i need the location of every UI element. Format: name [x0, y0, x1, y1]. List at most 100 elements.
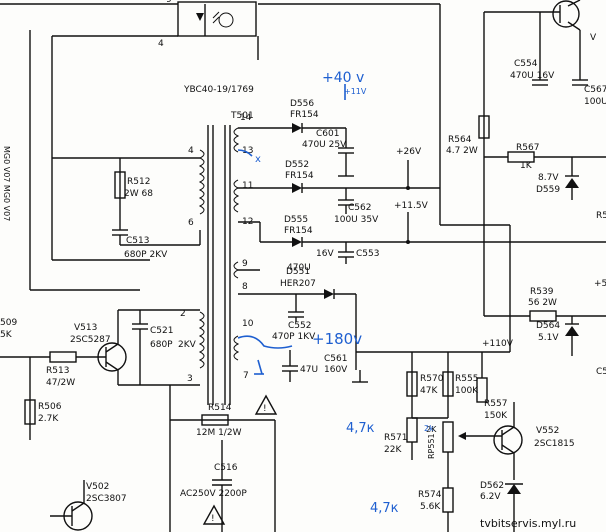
c553-vlabel: 16V: [316, 249, 334, 259]
c521-value1: 680P: [150, 340, 173, 350]
hand-plus11: +11V: [344, 87, 367, 96]
d556-name: D556: [290, 99, 314, 109]
hand-r47-a: 4,7к: [346, 421, 375, 436]
pin-13: 13: [242, 146, 253, 156]
transformer-part: YBC40-19/1769: [183, 85, 254, 95]
c562-value: 100U 35V: [334, 215, 379, 225]
r506-value: 2.7K: [38, 414, 59, 424]
transistor-v552: [466, 402, 523, 480]
r513-value: 47/2W: [46, 378, 75, 388]
c553-cap: 470U: [287, 263, 311, 273]
opto-pin-4: 4: [158, 39, 164, 49]
r512-name: R512: [127, 177, 150, 187]
r555-value: 100K: [455, 386, 479, 396]
rp551-name: RP551: [427, 433, 436, 459]
c567-value: 100U: [584, 97, 606, 107]
c516-value: AC250V 2200P: [180, 489, 247, 499]
c513-value: 680P 2KV: [124, 250, 168, 260]
d556-value: FR154: [290, 110, 319, 120]
c516-name: C516: [214, 463, 238, 473]
v552-name: V552: [536, 426, 559, 436]
r564-value: 4.7 2W: [446, 146, 478, 156]
transformer-name: T501: [230, 111, 254, 121]
d562-name: D562: [480, 481, 504, 491]
r557-value: 150K: [484, 411, 508, 421]
r514-value: 12M 1/2W: [196, 428, 242, 438]
c562-name: C562: [348, 203, 371, 213]
rail-5v: +5: [594, 279, 606, 289]
pin-4: 4: [188, 146, 194, 156]
hand-plus180: +180v: [312, 330, 362, 348]
pin-10: 10: [242, 319, 254, 329]
r574-name: R574: [418, 490, 442, 500]
v502-name: V502: [86, 482, 109, 492]
pin-3: 3: [187, 374, 193, 384]
d552-name: D552: [285, 160, 309, 170]
pin-8: 8: [242, 282, 248, 292]
r513-name: R513: [46, 366, 69, 376]
pin-9: 9: [242, 259, 248, 269]
v552-value: 2SC1815: [534, 439, 575, 449]
rp551-value: 2K: [426, 425, 437, 434]
watermark: tvbitservis.myl.ru: [480, 517, 576, 530]
c561-cap: 47U: [300, 365, 318, 375]
r514-name: R514: [208, 403, 232, 413]
c561-name: C561: [324, 354, 347, 364]
r564-name: R564: [448, 135, 472, 145]
r557-name: R557: [484, 399, 507, 409]
pin-2: 2: [180, 309, 186, 319]
pin-14: 14: [240, 113, 252, 123]
optocoupler: 4 9: [0, 0, 441, 225]
left-509-value: 5K: [0, 330, 13, 340]
r570-value: 47K: [420, 386, 438, 396]
r567-name: R567: [516, 143, 539, 153]
rail-110v: +110V: [482, 339, 514, 349]
c567-name: C567: [584, 85, 606, 95]
c521-name: C521: [150, 326, 173, 336]
d559-value: 8.7V: [538, 173, 559, 183]
r539-name: R539: [530, 287, 554, 297]
d552-value: FR154: [285, 171, 314, 181]
svg-text:!: !: [263, 404, 267, 414]
d559-name: D559: [536, 185, 560, 195]
c554-name: C554: [514, 59, 538, 69]
c554-value: 470U 16V: [510, 71, 555, 81]
pin-11: 11: [242, 181, 253, 191]
r570-name: R570: [420, 374, 444, 384]
hand-plus40: +40 v: [322, 70, 364, 86]
c552-name: C552: [288, 321, 311, 331]
left-edge-text: MG0 V07 MG0 V07: [2, 146, 11, 221]
d564-name: D564: [536, 321, 560, 331]
pin-7: 7: [243, 371, 249, 381]
d551-value: HER207: [280, 279, 316, 289]
r506-name: R506: [38, 402, 62, 412]
transformer-t501: [198, 125, 240, 405]
svg-text:V: V: [590, 33, 597, 43]
opto-pin-top: 9: [166, 0, 172, 5]
r574-value: 5.6K: [420, 502, 441, 512]
svg-text:C5: C5: [596, 367, 606, 377]
d555-value: FR154: [284, 226, 313, 236]
hand-x: x: [255, 154, 261, 165]
r539-value: 56 2W: [528, 298, 557, 308]
c513-name: C513: [126, 236, 149, 246]
r571-value: 22K: [384, 445, 402, 455]
v502-value: 2SC3807: [86, 494, 127, 504]
d551-name: D551: [286, 267, 310, 277]
warning-icon-2: [202, 504, 226, 525]
svg-text:R5: R5: [596, 211, 606, 221]
transistor-v502: [50, 480, 93, 531]
r567-value: 1K: [520, 161, 533, 171]
c601-name: C601: [316, 129, 339, 139]
warning-icon: [254, 394, 278, 415]
d562-value: 6.2V: [480, 492, 501, 502]
c552-value: 470P 1KV: [272, 332, 316, 342]
d564-value: 5.1V: [538, 333, 559, 343]
c601-value: 470U 25V: [302, 140, 347, 150]
r512-value: 2W 68: [124, 189, 153, 199]
c521-value2: 2KV: [178, 340, 197, 350]
c553-name: C553: [356, 249, 379, 259]
d555-name: D555: [284, 215, 308, 225]
svg-text:!: !: [211, 514, 215, 524]
